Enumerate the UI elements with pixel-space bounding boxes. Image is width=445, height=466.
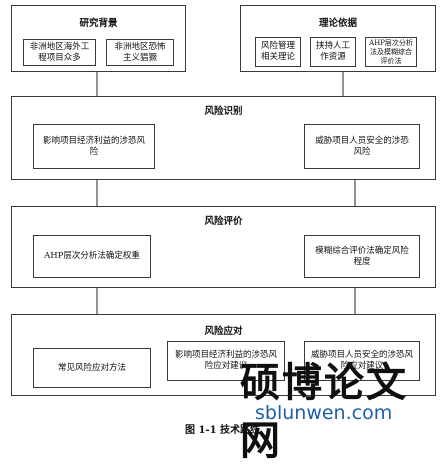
- theory-box: 理论依据 风险管理相关理论 挟持人工作资源 AHP层次分析法及模糊综合评价法: [240, 5, 436, 72]
- background-item-overseas-projects: 非洲地区海外工程项目众多: [23, 39, 96, 66]
- background-title: 研究背景: [79, 18, 118, 29]
- figure-caption: 图 1-1 技术路线: [184, 425, 261, 436]
- evaluation-title: 风险评价: [204, 216, 243, 227]
- theory-item-risk-management: 风险管理相关理论: [255, 37, 301, 67]
- response-title: 风险应对: [204, 326, 243, 337]
- theory-item-ahp-fuzzy: AHP层次分析法及模糊综合评价法: [365, 37, 417, 67]
- response-box: 风险应对 常见风险应对方法 影响项目经济利益的涉恐风险应对建议 威胁项目人员安全…: [11, 314, 436, 396]
- response-item-economic-advice: 影响项目经济利益的涉恐风险应对建议: [167, 341, 285, 381]
- response-item-common-methods: 常见风险应对方法: [33, 348, 151, 388]
- evaluation-item-fuzzy-level: 模糊综合评价法确定风险程度: [304, 235, 420, 278]
- evaluation-box: 风险评价 AHP层次分析法确定权重 模糊综合评价法确定风险程度: [11, 206, 436, 288]
- evaluation-item-ahp-weights: AHP层次分析法确定权重: [33, 235, 151, 278]
- theory-item-work-resources: 挟持人工作资源: [310, 37, 356, 67]
- identification-item-economic: 影响项目经济利益的涉恐风险: [33, 124, 155, 169]
- identification-title: 风险识别: [204, 106, 243, 117]
- background-box: 研究背景 非洲地区海外工程项目众多 非洲地区恐怖主义猖獗: [11, 5, 186, 72]
- connector-lines: [96, 72, 356, 314]
- identification-item-personnel: 威胁项目人员安全的涉恐风险: [304, 124, 420, 169]
- identification-box: 风险识别 影响项目经济利益的涉恐风险 威胁项目人员安全的涉恐风险: [11, 96, 436, 180]
- background-item-terrorism: 非洲地区恐怖主义猖獗: [106, 39, 174, 66]
- response-item-personnel-advice: 威胁项目人员安全的涉恐风险应对建议: [304, 341, 420, 381]
- watermark-url: sblunwen.com: [255, 402, 393, 424]
- theory-title: 理论依据: [318, 18, 357, 29]
